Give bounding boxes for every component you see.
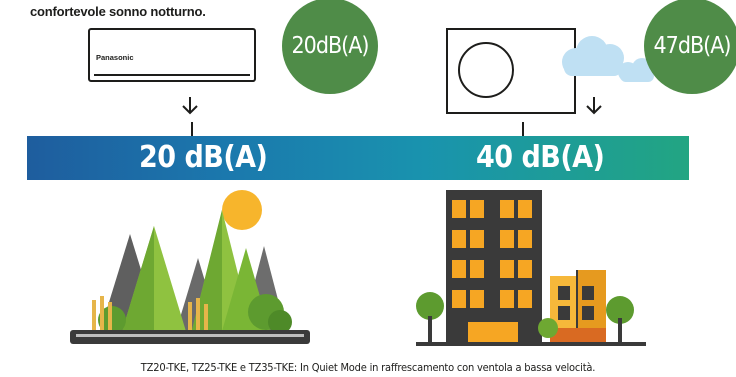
band-tick-right	[522, 122, 524, 136]
cloud-icon	[562, 36, 654, 82]
indoor-unit-brand: Panasonic	[96, 53, 134, 62]
indoor-unit-vent	[94, 74, 250, 76]
band-label-loud: 40 dB(A)	[476, 140, 605, 175]
noise-scale-band	[27, 136, 689, 180]
footnote: TZ20-TKE, TZ25-TKE e TZ35-TKE: In Quiet …	[140, 361, 596, 374]
sun-icon	[222, 190, 262, 230]
indoor-unit-illustration	[88, 28, 256, 82]
forest-illustration	[70, 190, 310, 344]
indoor-noise-badge: 20dB(A)	[282, 0, 378, 94]
outdoor-unit-fan	[458, 42, 514, 98]
intro-text: confortevole sonno notturno.	[30, 4, 206, 19]
outdoor-noise-badge: 47dB(A)	[644, 0, 736, 94]
band-tick-left	[191, 122, 193, 136]
down-arrow-icon	[586, 97, 602, 115]
city-illustration	[416, 190, 646, 346]
down-arrow-icon	[182, 97, 198, 115]
band-label-quiet: 20 dB(A)	[139, 140, 268, 175]
